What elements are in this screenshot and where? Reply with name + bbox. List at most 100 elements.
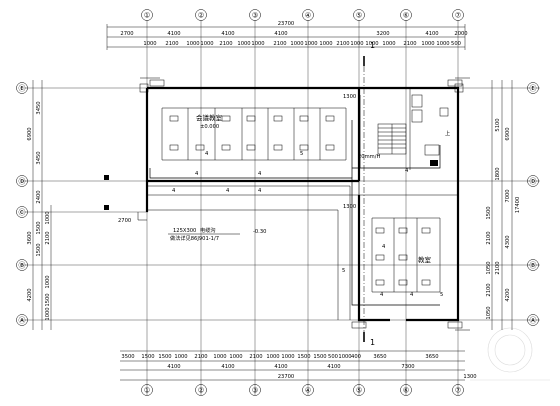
column-axis-bottom: ① ② ③ ④ ⑤ ⑥ ⑦: [141, 384, 464, 396]
trench-ref-label: 做法详见86J901-1/7: [170, 234, 219, 242]
axis-grid: [20, 20, 540, 395]
svg-text:1050: 1050: [486, 306, 492, 319]
svg-text:17400: 17400: [515, 197, 521, 214]
dim-top-2: 4100: [167, 31, 180, 37]
axis-col-6-bottom: ⑥: [403, 387, 409, 395]
axis-col-5-bottom: ⑤: [356, 387, 362, 395]
svg-text:1000: 1000: [304, 41, 317, 47]
svg-text:2100: 2100: [486, 231, 492, 244]
axis-col-6-top: ⑥: [403, 12, 409, 20]
svg-text:2400: 2400: [36, 190, 42, 203]
svg-text:1000: 1000: [200, 41, 213, 47]
svg-text:4100: 4100: [274, 364, 287, 370]
svg-text:4: 4: [382, 244, 386, 250]
svg-text:4: 4: [380, 292, 384, 298]
axis-col-5-top: ⑤: [356, 12, 362, 20]
svg-text:1050: 1050: [486, 261, 492, 274]
svg-text:1000: 1000: [436, 41, 449, 47]
svg-text:4200: 4200: [27, 288, 33, 301]
svg-text:1800: 1800: [495, 167, 501, 180]
svg-text:4: 4: [258, 188, 262, 194]
svg-text:2100: 2100: [165, 41, 178, 47]
dim-interior-1300-a: 1300: [343, 94, 356, 100]
dim-top-5: 3200: [376, 31, 389, 37]
svg-text:3600: 3600: [27, 231, 33, 244]
svg-text:1000: 1000: [382, 41, 395, 47]
svg-text:1000: 1000: [143, 41, 156, 47]
elevation-conference: ±0.000: [200, 124, 219, 130]
svg-text:4: 4: [405, 168, 409, 174]
wire-count-labels: 4 4 4 5 4 4 5 4 4 4 4 4 5: [172, 151, 443, 298]
svg-text:3650: 3650: [373, 354, 386, 360]
svg-text:1000: 1000: [251, 41, 264, 47]
axis-row-d-right: Ⓓ: [530, 178, 537, 186]
svg-text:1000: 1000: [45, 275, 51, 288]
svg-text:5: 5: [300, 151, 303, 157]
axis-col-1-top: ①: [144, 12, 150, 20]
axis-col-2-bottom: ②: [198, 387, 204, 395]
dim-interior-2700: 2700: [118, 218, 131, 224]
svg-text:3500: 3500: [121, 354, 134, 360]
svg-text:1000: 1000: [174, 354, 187, 360]
svg-text:4300: 4300: [505, 235, 511, 248]
svg-text:500: 500: [328, 354, 338, 360]
svg-text:1500: 1500: [36, 243, 42, 256]
svg-text:2100: 2100: [219, 41, 232, 47]
dimension-bottom: 3500 1500 1500 1000 2100 1000 1000 2100 …: [120, 350, 477, 381]
svg-text:4: 4: [226, 188, 230, 194]
svg-text:1500: 1500: [486, 206, 492, 219]
trench-desc-label: 电缆沟: [200, 226, 216, 234]
svg-text:1500: 1500: [45, 293, 51, 306]
dimension-right: 5100 6900 1800 7000 17400 1500 2100 4300…: [486, 80, 521, 330]
dim-top-6: 4100: [425, 31, 438, 37]
svg-text:1500: 1500: [158, 354, 171, 360]
svg-text:4: 4: [172, 188, 176, 194]
svg-text:500: 500: [451, 41, 461, 47]
stair-up-label: 上: [445, 129, 450, 137]
svg-text:400: 400: [351, 354, 361, 360]
dimension-top: 23700 2700 4100 4100 4100 3200 4100 2000…: [106, 21, 468, 50]
section-marker-top: 1: [363, 41, 375, 66]
svg-text:1000: 1000: [186, 41, 199, 47]
svg-text:2100: 2100: [495, 261, 501, 274]
svg-text:4200: 4200: [505, 288, 511, 301]
svg-text:1000: 1000: [45, 307, 51, 320]
axis-row-a-left: Ⓐ: [19, 317, 26, 325]
svg-text:4100: 4100: [327, 364, 340, 370]
trench-size-label: 125X300: [173, 228, 196, 234]
axis-col-3-top: ③: [252, 12, 258, 20]
watermark: [470, 327, 550, 381]
svg-text:1: 1: [370, 338, 375, 347]
dimension-left: 3450 6900 3450 2400 3600 1500 1500 1000 …: [27, 80, 52, 330]
svg-text:2100: 2100: [249, 354, 262, 360]
svg-text:1000: 1000: [45, 211, 51, 224]
svg-text:1000: 1000: [350, 41, 363, 47]
svg-text:1: 1: [370, 41, 375, 50]
axis-col-2-top: ②: [198, 12, 204, 20]
marker-square-d: [104, 175, 109, 180]
svg-text:4100: 4100: [167, 364, 180, 370]
svg-text:1000: 1000: [266, 354, 279, 360]
marker-square-c: [104, 205, 109, 210]
axis-col-3-bottom: ③: [252, 387, 258, 395]
svg-text:6900: 6900: [505, 127, 511, 140]
svg-text:2100: 2100: [194, 354, 207, 360]
svg-text:1000: 1000: [290, 41, 303, 47]
axis-col-4-top: ④: [305, 12, 311, 20]
svg-text:1500: 1500: [297, 354, 310, 360]
svg-text:2100: 2100: [486, 283, 492, 296]
svg-text:1000: 1000: [237, 41, 250, 47]
axis-row-c-left: Ⓒ: [19, 209, 26, 217]
stairwell: [377, 123, 407, 155]
svg-text:5: 5: [440, 292, 443, 298]
dim-top-1: 2700: [120, 31, 133, 37]
axis-row-a-right: Ⓐ: [530, 317, 537, 325]
svg-text:1000: 1000: [365, 41, 378, 47]
svg-text:1000: 1000: [319, 41, 332, 47]
elevation-minus-label: -0.30: [253, 229, 266, 235]
svg-text:1500: 1500: [141, 354, 154, 360]
panel-area: [411, 94, 449, 166]
conference-room-lights: [161, 107, 347, 161]
svg-text:5100: 5100: [495, 118, 501, 131]
